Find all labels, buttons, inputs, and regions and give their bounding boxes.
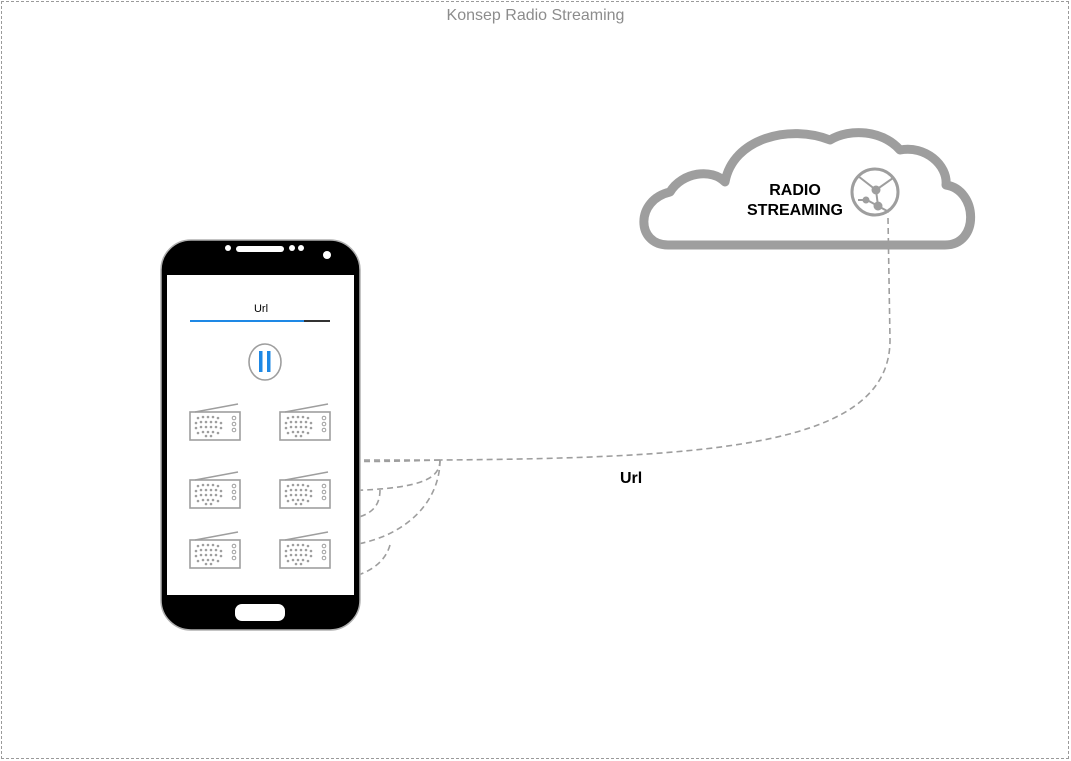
pause-button[interactable]	[248, 343, 282, 381]
cloud-label: RADIO STREAMING	[726, 181, 864, 221]
cloud-label-line1: RADIO	[769, 182, 821, 199]
cloud-shape	[639, 128, 976, 250]
url-field-label: Url	[253, 303, 269, 315]
edge-label: Url	[620, 470, 643, 487]
diagram-title: Konsep Radio Streaming	[446, 7, 625, 24]
globe-network-icon	[850, 167, 900, 217]
cloud-label-line2: STREAMING	[747, 202, 843, 219]
